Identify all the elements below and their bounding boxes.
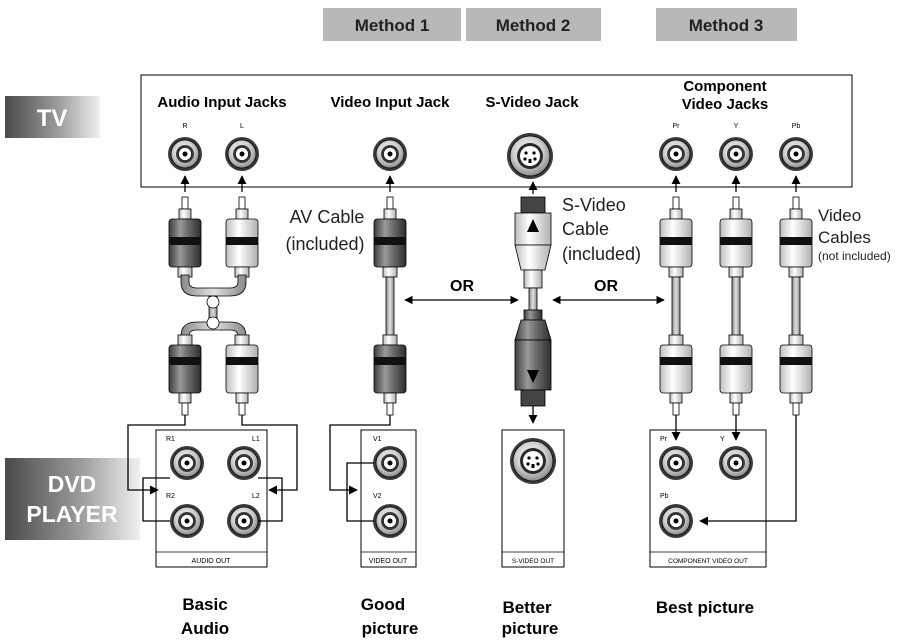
svideo-out-label: S-VIDEO OUT <box>512 558 554 565</box>
svideo-jack-label: S-Video Jack <box>485 94 579 111</box>
tv-badge: TV <box>5 96 100 138</box>
video-cables-label-line2: Cables <box>818 228 871 247</box>
method-2-header: Method 2 <box>466 8 601 41</box>
dvd-jack-pb-label: Pb <box>660 493 669 500</box>
route-audio-l-bracket <box>258 477 283 522</box>
tv-badge-label: TV <box>37 105 68 132</box>
audio-out-label: AUDIO OUT <box>192 558 232 565</box>
component-cable-top-plug-1 <box>719 196 753 278</box>
component-cable-wire-1 <box>731 276 741 338</box>
method-2-label: Method 2 <box>496 16 571 35</box>
svideo-cable-label-line1: S-Video <box>562 195 626 215</box>
tv-jack-pr-label: Pr <box>673 123 681 130</box>
caption-good-line2: picture <box>362 619 419 638</box>
dvd-jack-l1-label: L1 <box>252 436 260 443</box>
tv-component-pb-jack-icon <box>779 137 813 171</box>
dvd-svideo-jack-icon <box>510 438 556 484</box>
caption-better-line1: Better <box>502 598 552 617</box>
audio-cable-top-split <box>180 274 247 297</box>
dvd-component-y-jack-icon <box>719 446 753 480</box>
video-cable-wire <box>385 276 395 338</box>
route-audio-l <box>241 415 298 495</box>
tv-audio-r-jack-icon <box>168 137 202 171</box>
av-cable-label-line1: AV Cable <box>290 207 365 227</box>
tv-component-pr-jack-icon <box>659 137 693 171</box>
component-cable-bottom-plug-1 <box>719 334 753 416</box>
route-video-bracket <box>346 462 374 522</box>
audio-cable-joint-top <box>206 295 220 309</box>
dvd-audio-r2-jack-icon <box>170 504 204 538</box>
component-cable-wire-2 <box>791 276 801 338</box>
svideo-cable-label-line3: (included) <box>562 244 641 264</box>
or-label-left: OR <box>450 278 474 295</box>
dvd-jack-v2-label: V2 <box>373 493 382 500</box>
caption-basic-line2: Audio <box>181 619 229 638</box>
audio-cable-top-plug-l <box>225 196 259 278</box>
dvd-audio-r1-jack-icon <box>170 446 204 480</box>
dvd-video-v1-jack-icon <box>373 446 407 480</box>
tv-jack-y-label: Y <box>734 123 739 130</box>
method-1-header: Method 1 <box>323 8 461 41</box>
video-cable-bottom-plug <box>373 334 407 416</box>
caption-best: Best picture <box>656 598 754 617</box>
dvd-jack-v1-label: V1 <box>373 436 382 443</box>
component-cable-bottom-plug-0 <box>659 334 693 416</box>
audio-cable-joint-bottom <box>206 316 220 330</box>
dvd-component-pb-jack-icon <box>659 504 693 538</box>
dvd-video-v2-jack-icon <box>373 504 407 538</box>
component-label-line1: Component <box>683 78 766 95</box>
audio-cable-bottom-plug-l <box>225 334 259 416</box>
dvd-jack-l2-label: L2 <box>252 493 260 500</box>
component-out-label: COMPONENT VIDEO OUT <box>668 558 748 565</box>
route-component-pb <box>699 415 797 526</box>
video-out-label: VIDEO OUT <box>369 558 408 565</box>
caption-good-line1: Good <box>361 595 405 614</box>
tv-jack-r-label: R <box>182 123 187 130</box>
dvd-jack-y-label: Y <box>720 436 725 443</box>
audio-cable-bottom-plug-r <box>168 334 202 416</box>
dvd-badge-line1: DVD <box>48 471 97 497</box>
component-cable-top-plug-2 <box>779 196 813 278</box>
component-cable-wire-0 <box>671 276 681 338</box>
audio-input-jacks-label: Audio Input Jacks <box>157 94 286 111</box>
video-cable-top-plug <box>373 196 407 278</box>
tv-video-jack-icon <box>373 137 407 171</box>
caption-better-line2: picture <box>502 619 559 638</box>
route-video <box>329 415 391 495</box>
dvd-jack-r1-label: R1 <box>166 436 175 443</box>
av-cable-label-line2: (included) <box>285 234 364 254</box>
caption-basic-line1: Basic <box>182 595 227 614</box>
dvd-player-badge: DVD PLAYER <box>5 458 140 540</box>
dvd-jack-pr-label: Pr <box>660 436 668 443</box>
video-cables-label-line1: Video <box>818 206 861 225</box>
component-label-line2: Video Jacks <box>682 96 768 113</box>
tv-svideo-jack-icon <box>507 133 553 179</box>
dvd-component-pr-jack-icon <box>659 446 693 480</box>
dvd-badge-line2: PLAYER <box>26 501 118 527</box>
svideo-cable <box>514 196 552 407</box>
method-1-label: Method 1 <box>355 16 430 35</box>
method-3-header: Method 3 <box>656 8 797 41</box>
route-audio-r <box>127 415 186 495</box>
svideo-cable-label-line2: Cable <box>562 219 609 239</box>
or-label-right: OR <box>594 278 618 295</box>
method-3-label: Method 3 <box>689 16 764 35</box>
route-audio-r-bracket <box>142 477 170 522</box>
tv-jack-pb-label: Pb <box>792 123 801 130</box>
dvd-audio-l1-jack-icon <box>227 446 261 480</box>
dvd-jack-r2-label: R2 <box>166 493 175 500</box>
tv-jack-l-label: L <box>240 123 244 130</box>
component-cable-bottom-plug-2 <box>779 334 813 416</box>
tv-audio-l-jack-icon <box>225 137 259 171</box>
video-input-jack-label: Video Input Jack <box>331 94 451 111</box>
tv-component-y-jack-icon <box>719 137 753 171</box>
dvd-audio-l2-jack-icon <box>227 504 261 538</box>
component-cable-top-plug-0 <box>659 196 693 278</box>
audio-cable-top-plug-r <box>168 196 202 278</box>
video-cables-label-line3: (not included) <box>818 249 891 263</box>
